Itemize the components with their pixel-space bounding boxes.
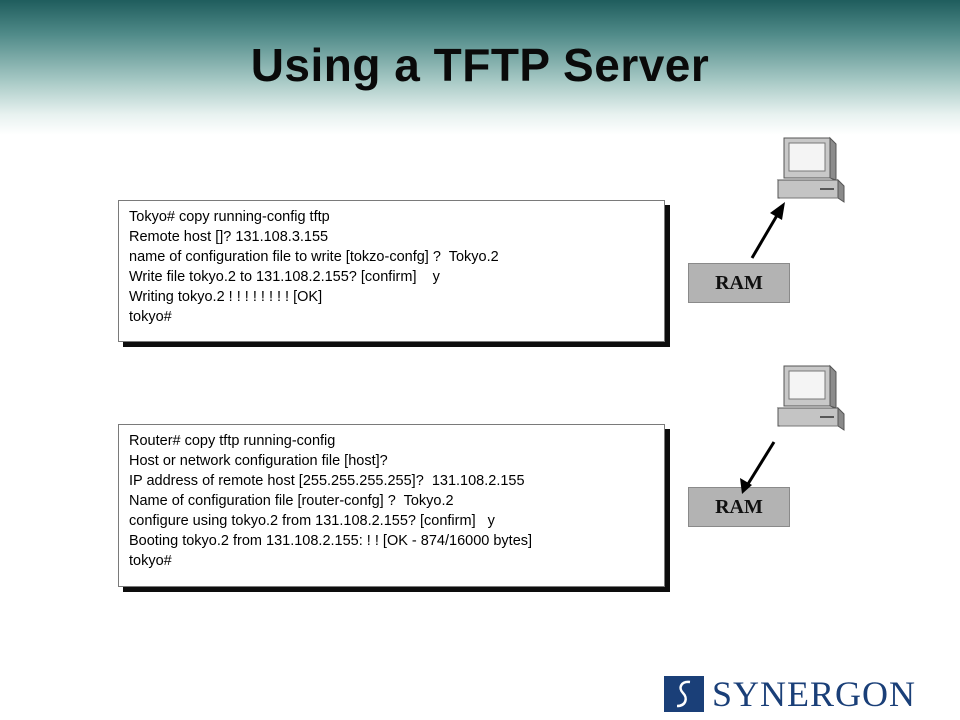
console-line: configure using tokyo.2 from 131.108.2.1… bbox=[129, 513, 495, 529]
console-line: Tokyo# copy running-config tftp bbox=[129, 209, 330, 225]
logo-text: SYNERGON bbox=[712, 674, 917, 714]
logo-mark-icon bbox=[664, 676, 704, 712]
upload-arrow bbox=[750, 202, 785, 259]
slide-title: Using a TFTP Server bbox=[250, 39, 710, 91]
console-line: Remote host []? 131.108.3.155 bbox=[129, 229, 329, 245]
console-download: Router# copy tftp running-config Host or… bbox=[118, 424, 665, 587]
ram-box-download: RAM bbox=[688, 487, 790, 527]
console-line: Router# copy tftp running-config bbox=[129, 433, 336, 449]
console-line: name of configuration file to write [tok… bbox=[129, 249, 499, 265]
console-upload: Tokyo# copy running-config tftp Remote h… bbox=[118, 200, 665, 342]
console-line: Host or network configuration file [host… bbox=[129, 453, 388, 469]
console-line: Name of configuration file [router-confg… bbox=[129, 493, 454, 509]
computer-icon bbox=[776, 364, 845, 431]
console-line: Booting tokyo.2 from 131.108.2.155: ! ! … bbox=[129, 533, 533, 549]
synergon-logo: SYNERGON bbox=[664, 676, 944, 712]
console-line: tokyo# bbox=[129, 553, 172, 569]
console-line: tokyo# bbox=[129, 309, 172, 325]
ram-box-upload: RAM bbox=[688, 263, 790, 303]
title-banner bbox=[0, 0, 960, 135]
console-line: IP address of remote host [255.255.255.2… bbox=[129, 473, 525, 489]
computer-icon bbox=[776, 136, 845, 203]
console-line: Writing tokyo.2 ! ! ! ! ! ! ! ! [OK] bbox=[129, 289, 323, 305]
console-line: Write file tokyo.2 to 131.108.2.155? [co… bbox=[129, 269, 440, 285]
